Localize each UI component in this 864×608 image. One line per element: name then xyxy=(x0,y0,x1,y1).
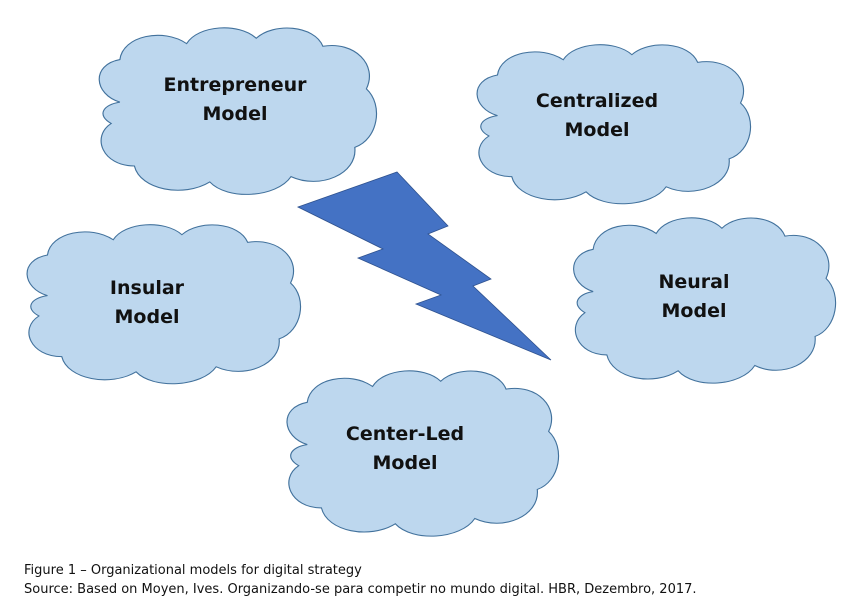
lightning-bolt-icon xyxy=(296,171,552,361)
cloud-label-line1: Insular xyxy=(109,277,185,299)
cloud-label-line2: Model xyxy=(202,103,268,125)
cloud-label-line2: Model xyxy=(564,119,630,141)
source-caption: Source: Based on Moyen, Ives. Organizand… xyxy=(24,582,697,597)
cloud-label-line1: Entrepreneur xyxy=(163,74,307,96)
cloud-label-insular: Insular Model xyxy=(42,274,252,332)
cloud-label-line2: Model xyxy=(661,300,727,322)
cloud-label-line2: Model xyxy=(372,452,438,474)
cloud-label-line1: Center-Led xyxy=(345,423,465,445)
figure-caption: Figure 1 – Organizational models for dig… xyxy=(24,563,362,578)
cloud-label-neural: Neural Model xyxy=(589,268,799,326)
cloud-label-entrepreneur: Entrepreneur Model xyxy=(130,71,340,129)
cloud-label-centralized: Centralized Model xyxy=(492,87,702,145)
cloud-label-line1: Neural xyxy=(658,271,730,293)
cloud-label-center-led: Center-Led Model xyxy=(300,420,510,478)
cloud-label-line1: Centralized xyxy=(535,90,659,112)
cloud-label-line2: Model xyxy=(114,306,180,328)
